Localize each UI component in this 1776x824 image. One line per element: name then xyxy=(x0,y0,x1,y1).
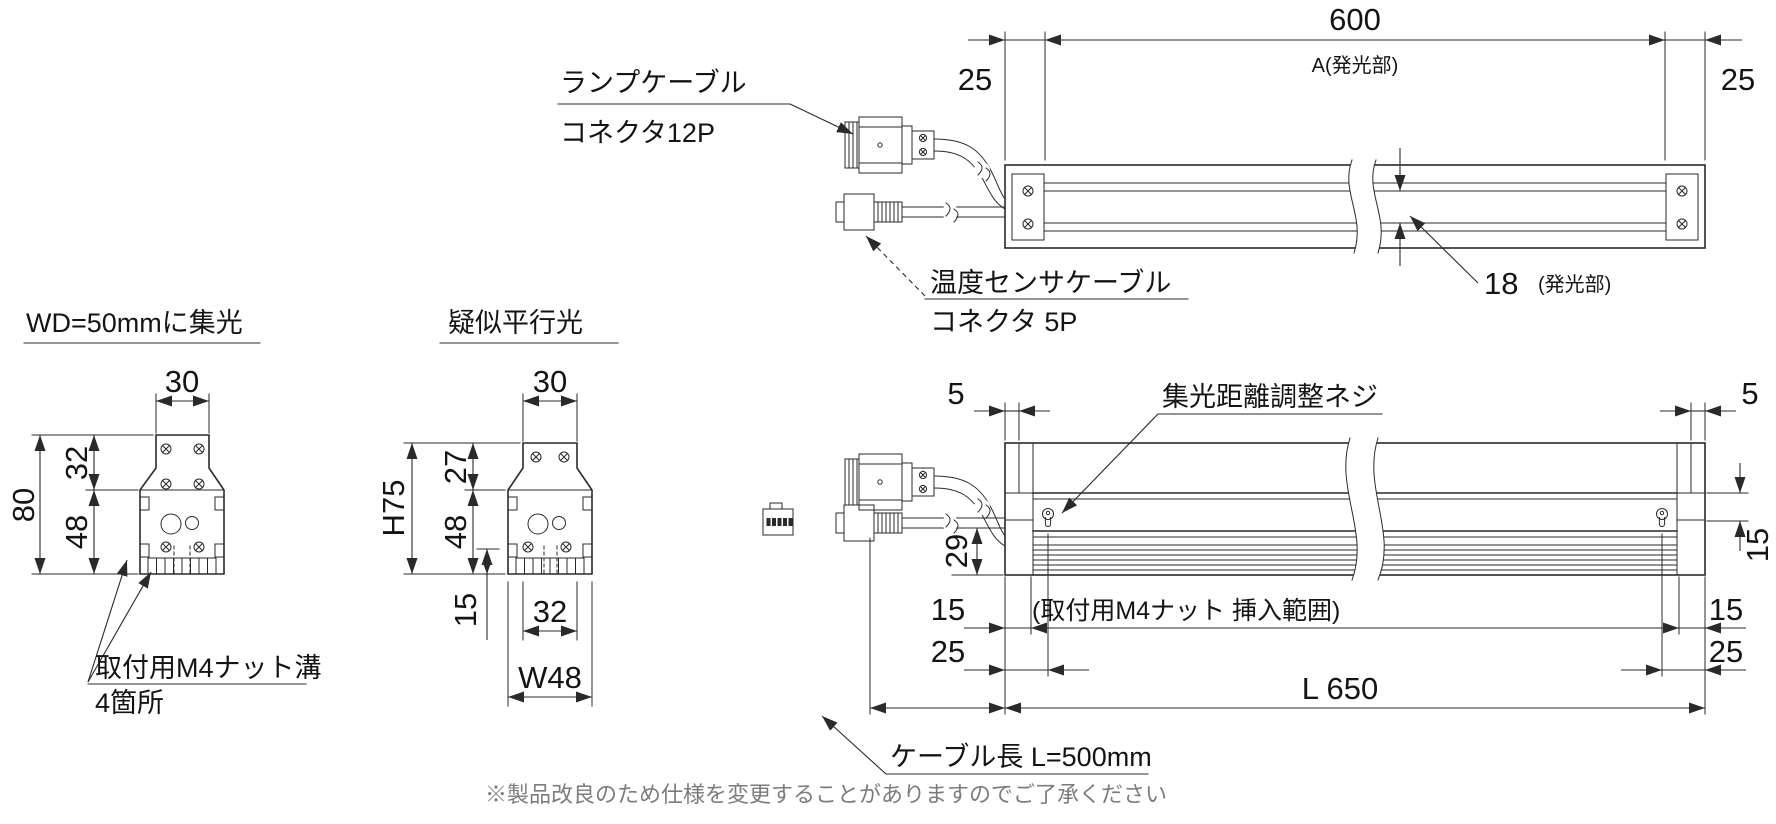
bottom-dimensions: 15 15 (取付用M4ナット 挿入範囲) 25 25 L 650 xyxy=(869,533,1746,715)
dim-w48-label: W48 xyxy=(518,660,582,695)
dim-5-left: 5 xyxy=(947,376,1050,441)
section-focused-title: WD=50mmに集光 xyxy=(26,308,243,338)
nut-range-label: (取付用M4ナット 挿入範囲) xyxy=(1032,597,1340,625)
dim-l650-label: L 650 xyxy=(1302,671,1378,706)
nut-groove-note-1: 取付用M4ナット溝 xyxy=(95,653,322,683)
dim-29-label: 29 xyxy=(939,534,974,568)
nut-groove-note-2: 4箇所 xyxy=(95,688,164,718)
dim-18-emitting: 18 (発光部) xyxy=(1394,148,1611,301)
dim-29: 29 xyxy=(939,528,1004,576)
dim-30-focused-label: 30 xyxy=(165,364,199,399)
dim-15-side-label: 15 xyxy=(1740,528,1775,562)
temp-cable-label-2: コネクタ 5P xyxy=(930,307,1077,337)
dim-h75-label: H75 xyxy=(376,480,411,537)
lamp-connector-12p-bottom xyxy=(845,454,1005,546)
section-parallel-title: 疑似平行光 xyxy=(448,308,583,338)
footnote: ※製品改良のため仕様を変更することがありますのでご了承ください xyxy=(485,782,1167,807)
temp-cable-callout: 温度センサケーブル コネクタ 5P xyxy=(865,235,1189,337)
dim-600-label: 600 xyxy=(1329,2,1381,37)
light-bar-bottom-view xyxy=(1004,437,1706,581)
dim-25-left: 25 xyxy=(958,34,1045,97)
lamp-cable-label-1: ランプケーブル xyxy=(560,68,747,98)
section-focused-view: WD=50mmに集光 30 xyxy=(6,308,322,718)
dim-25-left-label: 25 xyxy=(931,634,965,669)
dim-heights-parallel: H75 27 48 15 xyxy=(376,442,521,640)
dim-80-label: 80 xyxy=(6,488,41,522)
dim-5-right: 5 xyxy=(1660,376,1759,441)
temp-cable-label-1: 温度センサケーブル xyxy=(930,268,1171,298)
dim-15-left-label: 15 xyxy=(931,592,965,627)
dim-heights-focused: 80 32 48 xyxy=(6,434,154,575)
dim-30-parallel-label: 30 xyxy=(533,364,567,399)
bottom-side-view: 5 5 集光距離調整ネジ xyxy=(762,376,1775,775)
temp-connector-plug-end xyxy=(762,502,794,536)
dim-30-parallel: 30 xyxy=(522,364,578,442)
section-parallel-view: 疑似平行光 30 xyxy=(376,308,619,707)
dim-15-side: 15 xyxy=(1706,463,1775,562)
dim-25-left-label: 25 xyxy=(958,62,992,97)
dim-32-inner-label: 32 xyxy=(533,594,567,629)
emit-area-label: A(発光部) xyxy=(1312,54,1399,77)
dim-18-note: (発光部) xyxy=(1538,273,1611,296)
dim-15-groove-label: 15 xyxy=(448,593,483,627)
dim-5-right-label: 5 xyxy=(1741,376,1758,411)
adjust-screw-left xyxy=(1042,508,1054,528)
profile-focused xyxy=(139,434,225,575)
temp-connector-5p xyxy=(835,193,1006,231)
adjust-screw-label: 集光距離調整ネジ xyxy=(1162,382,1378,412)
cable-length-callout: ケーブル長 L=500mm xyxy=(821,715,1152,775)
dim-18-label: 18 xyxy=(1484,266,1518,301)
dim-bottom-widths: 32 W48 xyxy=(507,581,593,707)
lamp-connector-12p xyxy=(845,117,1005,209)
dim-30-focused: 30 xyxy=(155,364,210,434)
dim-25-right: 25 xyxy=(1665,34,1755,97)
lamp-cable-label-2: コネクタ12P xyxy=(560,118,715,148)
profile-parallel xyxy=(507,442,593,575)
dim-32-label: 32 xyxy=(59,446,94,480)
light-bar-top-view xyxy=(1004,159,1706,254)
dim-25-right-label: 25 xyxy=(1721,62,1755,97)
nut-groove-callout: 取付用M4ナット溝 4箇所 xyxy=(87,559,322,718)
dim-48-parallel-label: 48 xyxy=(438,515,473,549)
lamp-cable-callout: ランプケーブル コネクタ12P xyxy=(557,68,854,148)
adjust-screw-right xyxy=(1656,508,1668,528)
cable-length-label: ケーブル長 L=500mm xyxy=(890,742,1152,772)
dim-48-label: 48 xyxy=(59,515,94,549)
dim-600: 600 A(発光部) xyxy=(1045,2,1665,77)
dim-27-label: 27 xyxy=(438,450,473,484)
adjust-screw-callout: 集光距離調整ネジ xyxy=(1061,382,1383,514)
top-side-view: 600 A(発光部) 25 25 xyxy=(557,2,1755,337)
dim-25-right-label: 25 xyxy=(1709,634,1743,669)
dim-5-left-label: 5 xyxy=(947,376,964,411)
dim-15-right-label: 15 xyxy=(1709,592,1743,627)
